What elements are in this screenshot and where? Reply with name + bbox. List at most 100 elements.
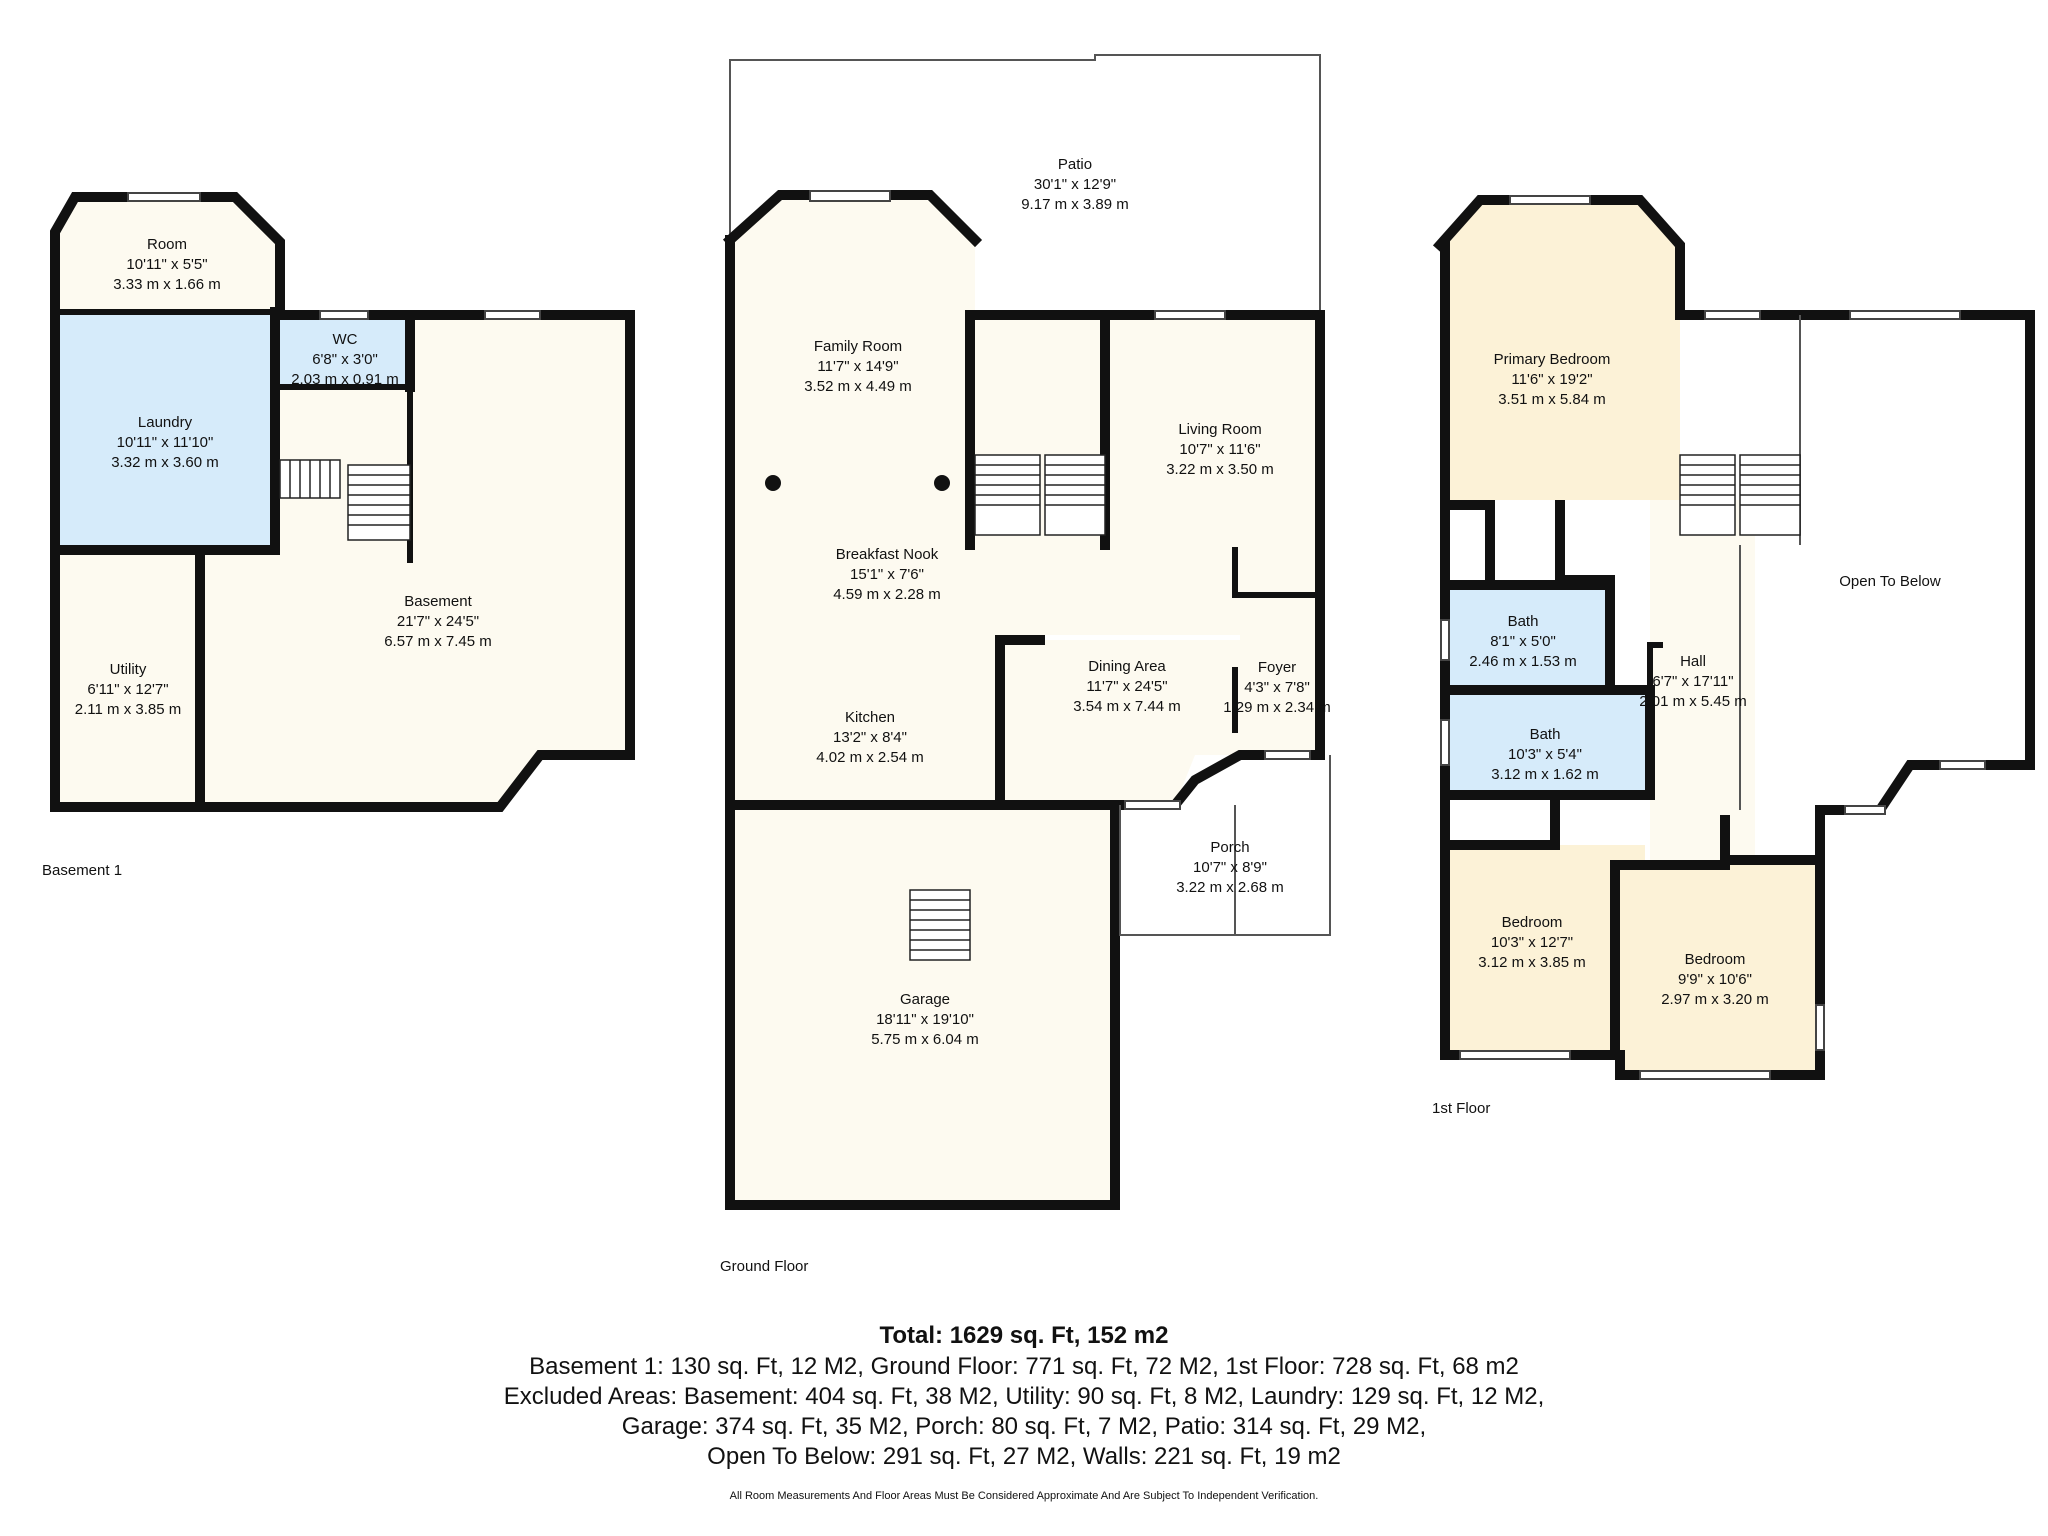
floor-label-basement: Basement 1 [42, 862, 123, 879]
first-floor-stairs [1679, 454, 1801, 536]
patio-outline [729, 54, 1321, 315]
room-name: Family Room [813, 338, 903, 355]
bedroom-1-fill [1445, 845, 1645, 1055]
window [1440, 719, 1450, 766]
room-label-porch: Porch 10'7" x 8'9" 3.22 m x 2.68 m [1176, 838, 1284, 898]
room-name: Foyer [1257, 659, 1297, 676]
room-name: Dining Area [1088, 658, 1166, 675]
window [1815, 1004, 1825, 1051]
window [1264, 750, 1311, 760]
window [127, 192, 201, 202]
room-label-living-room: Living Room 10'7" x 11'6" 3.22 m x 3.50 … [1166, 420, 1274, 480]
fireplace-post [934, 475, 950, 491]
room-imperial: 4'3" x 7'8" [1244, 679, 1310, 696]
window [809, 190, 891, 202]
wall [725, 235, 1120, 1210]
floor-label-first: 1st Floor [1432, 1100, 1491, 1117]
total-area: Total: 1629 sq. Ft, 152 m2 [879, 1322, 1169, 1349]
room-name: Laundry [137, 414, 193, 431]
wall [1440, 800, 1560, 850]
ground-floor-plan [722, 54, 1331, 1210]
window [1124, 800, 1181, 810]
room-label-basement: Basement 21'7" x 24'5" 6.57 m x 7.45 m [384, 592, 492, 652]
room-imperial: 8'1" x 5'0" [1490, 633, 1556, 650]
room-imperial: 10'7" x 8'9" [1193, 859, 1267, 876]
wc-fill [280, 315, 410, 387]
room-metric: 3.33 m x 1.66 m [113, 276, 221, 293]
room-name: Patio [1057, 156, 1093, 173]
room-imperial: 10'11" x 11'10" [116, 434, 214, 451]
room-label-laundry: Laundry 10'11" x 11'10" 3.32 m x 3.60 m [111, 413, 219, 473]
room-name: Bedroom [1684, 951, 1746, 968]
room-imperial: 6'11" x 12'7" [87, 681, 169, 698]
room-metric: 2.03 m x 0.91 m [291, 371, 399, 388]
room-imperial: 9'9" x 10'6" [1678, 971, 1752, 988]
primary-bedroom-fill [1440, 200, 1680, 500]
room-metric: 2.11 m x 3.85 m [74, 701, 182, 718]
window [1844, 805, 1886, 815]
room-name: WC [332, 331, 358, 348]
window [1154, 310, 1226, 320]
room-label-garage: Garage 18'11" x 19'10" 5.75 m x 6.04 m [871, 990, 979, 1050]
room-name: Basement [404, 593, 472, 610]
hall-fill [1650, 500, 1755, 860]
room-label-bath: Bath 8'1" x 5'0" 2.46 m x 1.53 m [1469, 612, 1577, 672]
room-metric: 6.57 m x 7.45 m [384, 633, 492, 650]
room-imperial: 11'7" x 24'5" [1086, 678, 1168, 695]
room-name: Open To Below [1839, 573, 1941, 590]
first-floor-plan [1432, 195, 2035, 1080]
room-imperial: 10'11" x 5'5" [126, 256, 208, 273]
wall [1432, 195, 2035, 1080]
room-metric: 3.12 m x 1.62 m [1491, 766, 1599, 783]
room-label-utility: Utility 6'11" x 12'7" 2.11 m x 3.85 m [75, 660, 181, 720]
window [1509, 195, 1591, 205]
room-imperial: 18'11" x 19'10" [876, 1011, 974, 1028]
room-metric: 3.51 m x 5.84 m [1498, 391, 1606, 408]
room-label-family-room: Family Room 11'7" x 14'9" 3.52 m x 4.49 … [804, 337, 912, 397]
room-imperial: 30'1" x 12'9" [1033, 176, 1117, 193]
room-name: Bedroom [1501, 914, 1563, 931]
room-imperial: 6'7" x 17'11" [1652, 673, 1734, 690]
disclaimer: All Room Measurements And Floor Areas Mu… [729, 1490, 1319, 1502]
kitchen-fill [730, 635, 1000, 805]
window [1440, 619, 1450, 661]
room-metric: 2.46 m x 1.53 m [1469, 653, 1577, 670]
garage-fill [730, 805, 1115, 1205]
room-imperial: 21'7" x 24'5" [396, 613, 480, 630]
room-metric: 3.22 m x 3.50 m [1166, 461, 1274, 478]
room-metric: 9.17 m x 3.89 m [1021, 196, 1129, 213]
area-totals: Total: 1629 sq. Ft, 152 m2 Basement 1: 1… [0, 1320, 2048, 1472]
room-metric: 3.12 m x 3.85 m [1478, 954, 1586, 971]
room-name: Hall [1680, 653, 1706, 670]
room-imperial: 10'3" x 5'4" [1508, 746, 1582, 763]
room-fill [55, 197, 280, 312]
totals-line: Basement 1: 130 sq. Ft, 12 M2, Ground Fl… [529, 1353, 1519, 1380]
room-imperial: 6'8" x 3'0" [312, 351, 378, 368]
room-metric: 3.22 m x 2.68 m [1176, 879, 1284, 896]
room-imperial: 11'6" x 19'2" [1511, 371, 1593, 388]
basement-plan [50, 192, 635, 812]
ground-stairs [909, 454, 1106, 961]
room-metric: 3.54 m x 7.44 m [1073, 698, 1181, 715]
laundry-fill [55, 312, 275, 548]
room-label-patio: Patio 30'1" x 12'9" 9.17 m x 3.89 m [1021, 155, 1129, 215]
room-name: Bath [1507, 613, 1539, 630]
room-metric: 3.52 m x 4.49 m [804, 378, 912, 395]
room-metric: 3.32 m x 3.60 m [111, 454, 219, 471]
wall [965, 310, 1325, 810]
room-name: Utility [109, 661, 147, 678]
room-label-bath-2: Bath 10'3" x 5'4" 3.12 m x 1.62 m [1491, 725, 1599, 785]
wall [1232, 547, 1323, 598]
utility-fill [55, 550, 200, 807]
room-label-open-to-below: Open To Below [1839, 572, 1940, 592]
dining-fill [1000, 640, 1240, 805]
room-label-hall: Hall 6'7" x 17'11" 2.01 m x 5.45 m [1639, 652, 1747, 712]
wall [50, 307, 635, 812]
totals-line: Garage: 374 sq. Ft, 35 M2, Porch: 80 sq.… [621, 1413, 1427, 1440]
room-name: Bath [1529, 726, 1561, 743]
room-label-breakfast-nook: Breakfast Nook 15'1" x 7'6" 4.59 m x 2.2… [833, 545, 941, 605]
room-label-bedroom-1: Bedroom 10'3" x 12'7" 3.12 m x 3.85 m [1478, 913, 1586, 973]
window [484, 310, 541, 320]
window [1939, 760, 1986, 770]
room-name: Garage [899, 991, 951, 1008]
